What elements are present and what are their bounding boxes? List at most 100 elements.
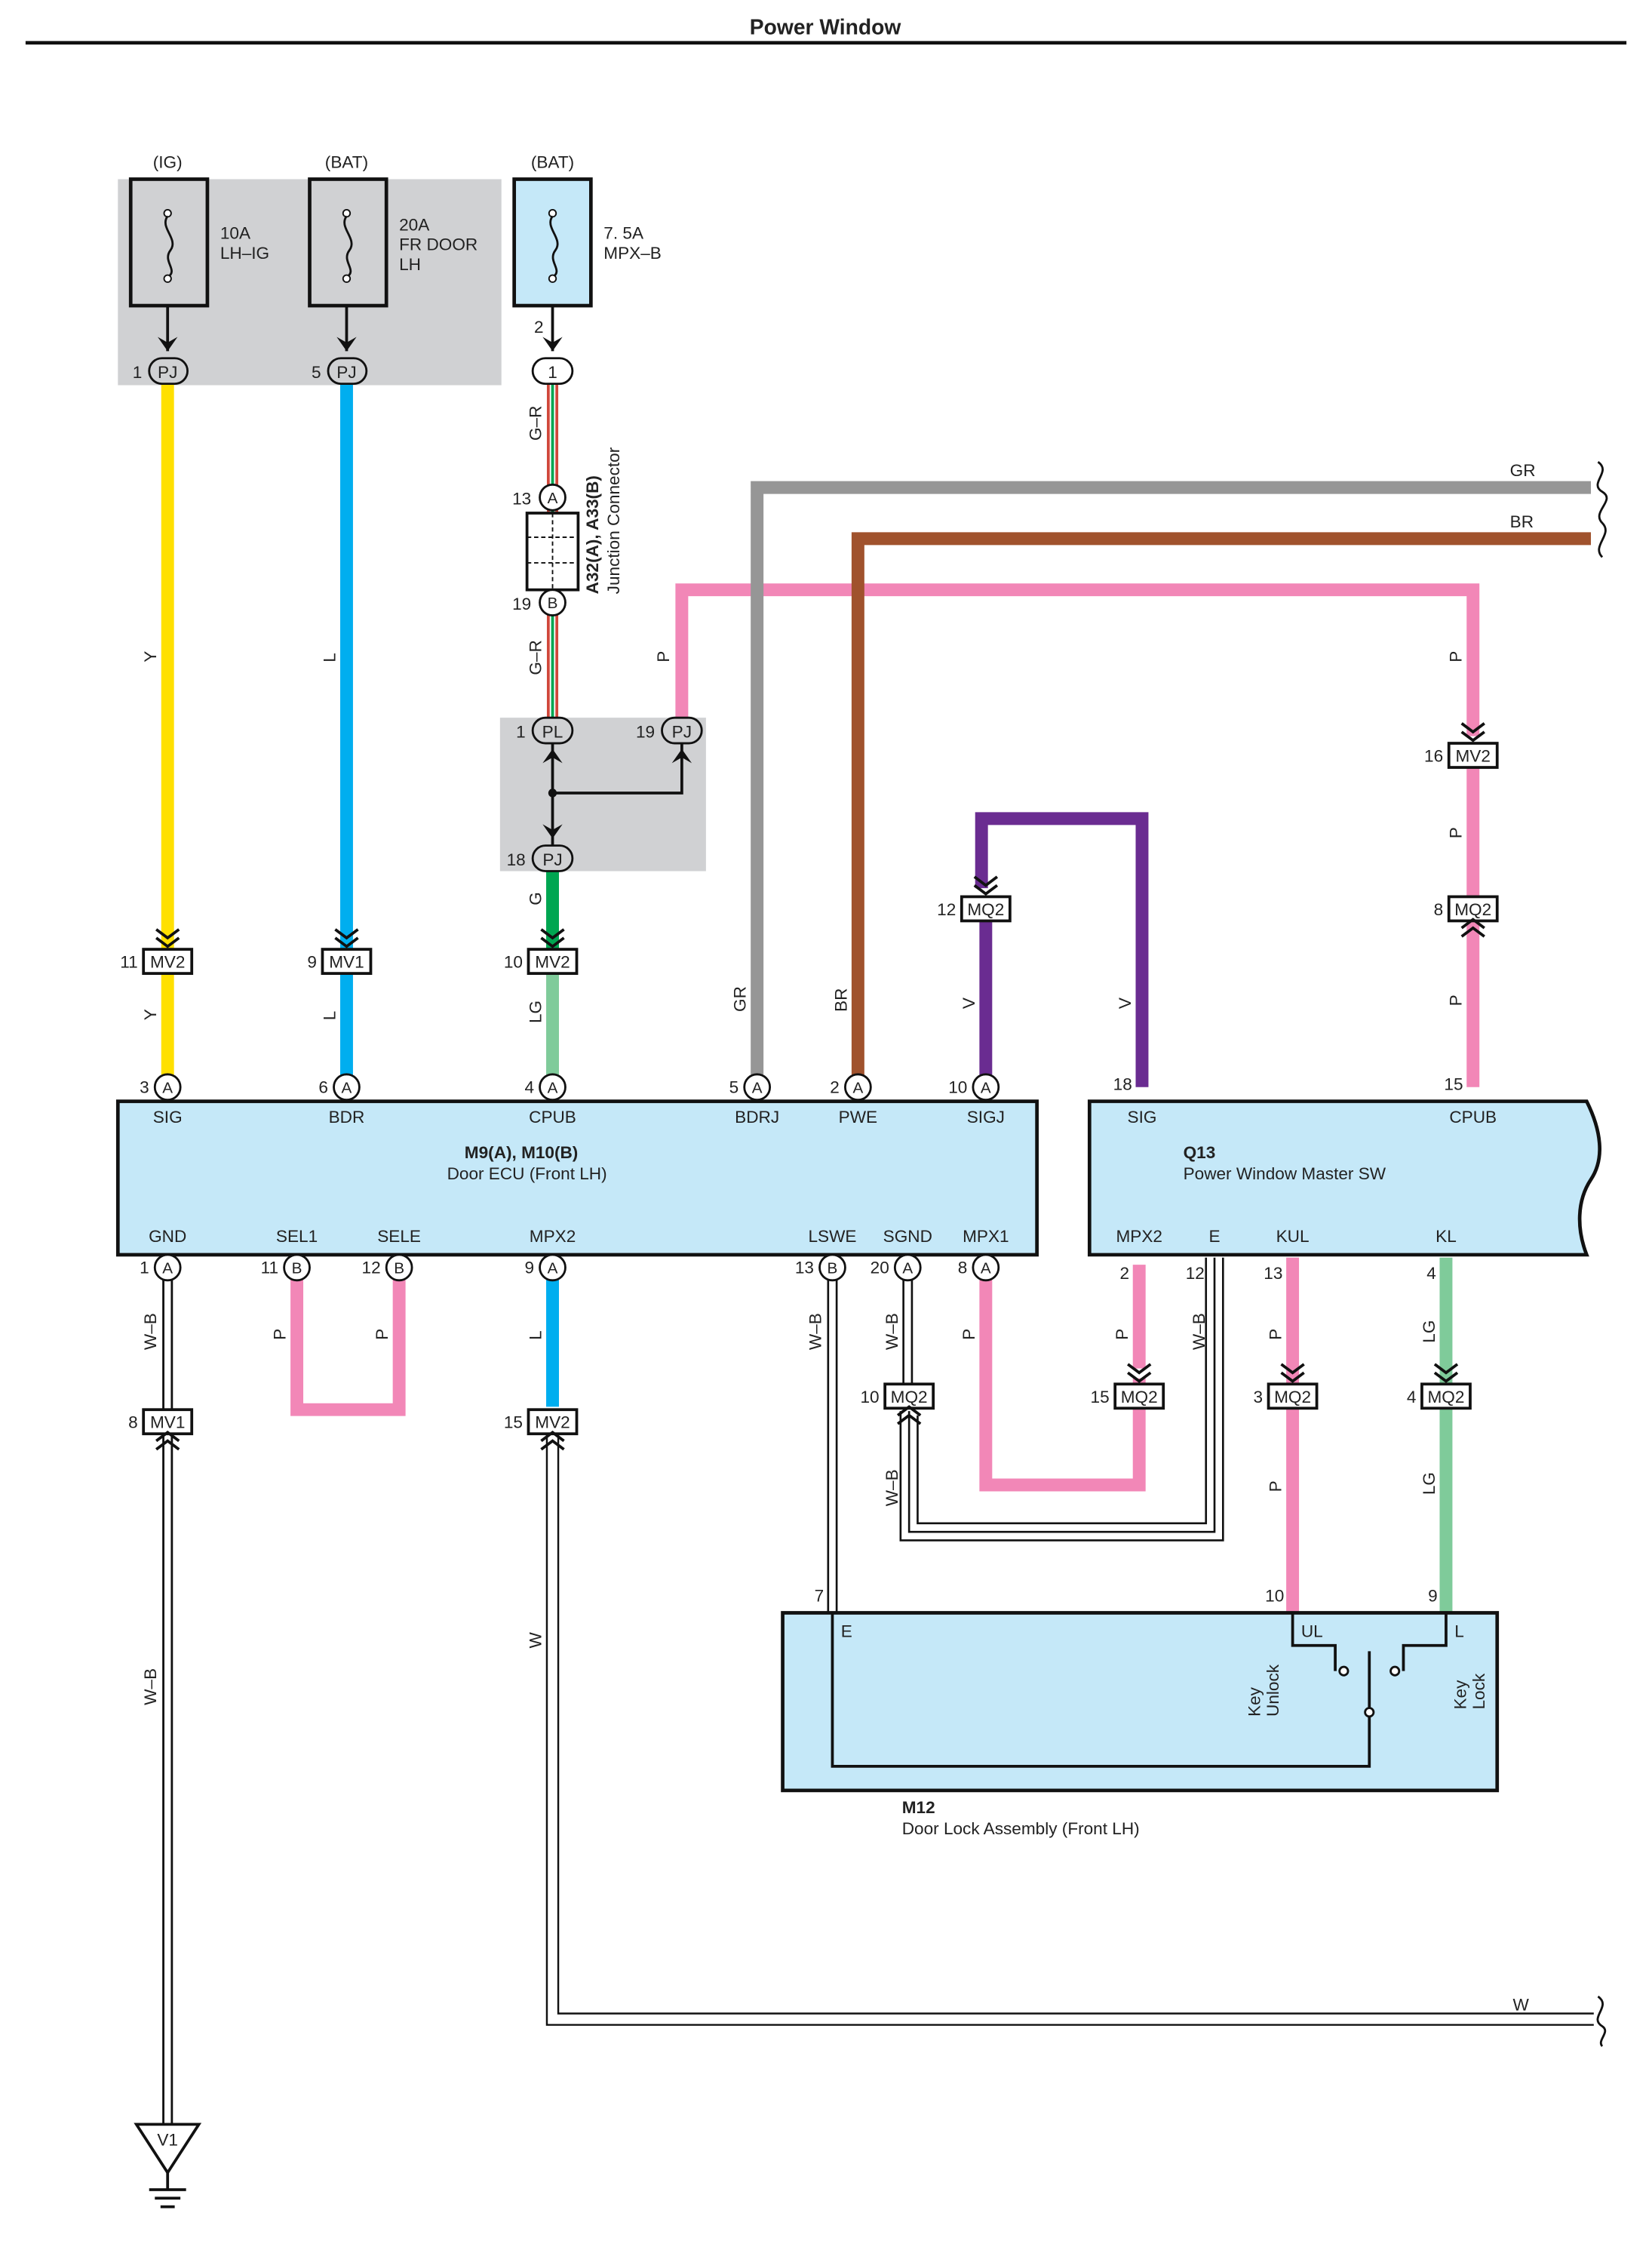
inline-connector-mq2-12: MQ2 12 bbox=[937, 875, 1012, 923]
svg-text:LG: LG bbox=[526, 1001, 545, 1023]
svg-text:9: 9 bbox=[307, 953, 317, 972]
fuse1-name: LH–IG bbox=[220, 244, 269, 263]
svg-text:MPX1: MPX1 bbox=[963, 1227, 1009, 1246]
wire-labels: Y L G–R G–R P G Y L LG GR BR V V P P P W… bbox=[141, 406, 1466, 1705]
svg-text:16: 16 bbox=[1424, 747, 1443, 766]
wire-p-sel bbox=[290, 1276, 406, 1416]
svg-text:SIGJ: SIGJ bbox=[967, 1108, 1005, 1127]
door-lock-assembly: 7 E 10 UL 9 L Key Unlock Key Lock M12 Do… bbox=[781, 1586, 1500, 1838]
svg-text:V1: V1 bbox=[157, 2131, 178, 2150]
svg-text:LG: LG bbox=[1420, 1472, 1439, 1495]
connector-1: 1 bbox=[531, 357, 574, 386]
svg-text:2: 2 bbox=[1119, 1264, 1129, 1283]
svg-text:MQ2: MQ2 bbox=[967, 900, 1004, 919]
svg-text:12: 12 bbox=[362, 1258, 381, 1277]
fuse1-rating: 10A bbox=[220, 224, 251, 243]
svg-text:8: 8 bbox=[128, 1413, 138, 1432]
wire-v-loop bbox=[975, 812, 1149, 1087]
svg-text:L: L bbox=[1454, 1622, 1464, 1640]
svg-text:5: 5 bbox=[729, 1077, 739, 1096]
svg-text:11: 11 bbox=[120, 953, 137, 972]
svg-text:A: A bbox=[752, 1079, 763, 1096]
svg-text:A: A bbox=[548, 490, 558, 507]
fuse2-name2: LH bbox=[399, 255, 421, 274]
door-ecu-pins: A3SIGA6BDRA4CPUBA5BDRJA2PWEA10SIGJA1GNDB… bbox=[140, 1073, 1009, 1282]
svg-text:LG: LG bbox=[1420, 1320, 1439, 1343]
svg-text:12: 12 bbox=[937, 900, 956, 919]
svg-text:P: P bbox=[1447, 827, 1466, 838]
svg-text:B: B bbox=[394, 1259, 404, 1277]
svg-text:CPUB: CPUB bbox=[1449, 1108, 1497, 1127]
svg-text:10: 10 bbox=[948, 1077, 967, 1096]
svg-text:3: 3 bbox=[140, 1077, 149, 1096]
svg-text:A: A bbox=[981, 1079, 991, 1096]
svg-text:Unlock: Unlock bbox=[1264, 1664, 1282, 1717]
svg-text:BDR: BDR bbox=[329, 1108, 365, 1127]
svg-text:W–B: W–B bbox=[883, 1313, 901, 1350]
svg-text:8: 8 bbox=[958, 1258, 968, 1277]
wire-w bbox=[545, 1428, 1594, 2026]
svg-text:L: L bbox=[320, 653, 339, 662]
svg-text:G: G bbox=[526, 892, 545, 905]
svg-text:Y: Y bbox=[141, 651, 160, 662]
svg-text:MV1: MV1 bbox=[329, 953, 364, 972]
inline-connector-mq2-3: MQ2 3 bbox=[1253, 1363, 1319, 1410]
fuse-20a-fr-door-lh: (BAT) 20A FR DOOR LH bbox=[308, 152, 477, 308]
svg-text:18: 18 bbox=[1113, 1075, 1132, 1094]
svg-text:1: 1 bbox=[548, 363, 557, 382]
svg-text:19: 19 bbox=[636, 723, 655, 742]
svg-text:L: L bbox=[526, 1330, 545, 1340]
junction-name: Junction Connector bbox=[604, 447, 623, 594]
svg-text:A: A bbox=[981, 1259, 991, 1277]
fuse-arrows bbox=[158, 337, 563, 352]
svg-text:UL: UL bbox=[1301, 1622, 1323, 1640]
svg-text:3: 3 bbox=[1253, 1388, 1263, 1406]
svg-text:A: A bbox=[162, 1259, 173, 1277]
svg-text:GR: GR bbox=[731, 986, 750, 1012]
fuse-7-5a-mpx-b: (BAT) 7. 5A MPX–B 2 bbox=[512, 152, 662, 337]
ground-v1: V1 bbox=[134, 2123, 202, 2209]
svg-text:PJ: PJ bbox=[672, 723, 692, 742]
svg-text:W–B: W–B bbox=[883, 1469, 901, 1506]
svg-text:15: 15 bbox=[504, 1413, 523, 1432]
switch-pin-kl: 4KL bbox=[1426, 1227, 1457, 1283]
svg-text:10: 10 bbox=[504, 953, 523, 972]
svg-text:9: 9 bbox=[524, 1258, 534, 1277]
svg-text:PJ: PJ bbox=[158, 363, 177, 382]
svg-text:4: 4 bbox=[524, 1077, 534, 1096]
svg-text:MQ2: MQ2 bbox=[1274, 1388, 1311, 1406]
svg-text:P: P bbox=[1267, 1480, 1285, 1492]
fuse2-name: FR DOOR bbox=[399, 235, 477, 254]
door-ecu-name: Door ECU (Front LH) bbox=[447, 1164, 607, 1183]
svg-text:MQ2: MQ2 bbox=[891, 1388, 928, 1406]
svg-text:SELE: SELE bbox=[377, 1227, 421, 1246]
fuse3-source: (BAT) bbox=[531, 152, 574, 171]
svg-text:P: P bbox=[1113, 1329, 1132, 1340]
svg-text:W–B: W–B bbox=[1190, 1313, 1208, 1350]
svg-text:BR: BR bbox=[1510, 512, 1534, 531]
svg-text:MPX2: MPX2 bbox=[530, 1227, 576, 1246]
wire-w-b-sgnd bbox=[899, 1257, 1224, 1542]
master-switch: Q13 Power Window Master SW bbox=[1087, 1099, 1601, 1257]
svg-text:P: P bbox=[960, 1329, 978, 1340]
svg-text:B: B bbox=[828, 1259, 838, 1277]
svg-text:6: 6 bbox=[318, 1077, 328, 1096]
inline-connector-mv1-9: MV1 9 bbox=[307, 928, 373, 975]
fuse3-pin-top: 2 bbox=[534, 318, 544, 337]
